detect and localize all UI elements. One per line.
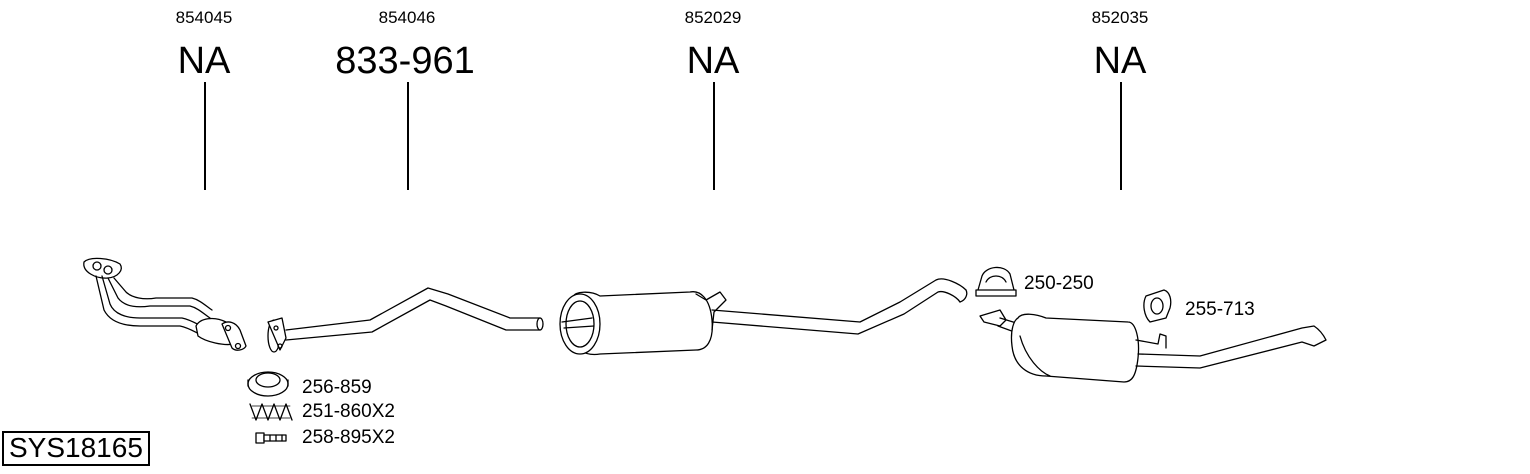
spring-icon (249, 403, 293, 421)
leader-line-1 (204, 82, 206, 190)
spring-label[interactable]: 251-860X2 (302, 401, 395, 422)
part-number-4[interactable]: NA (1093, 40, 1147, 82)
clamp-label[interactable]: 250-250 (1024, 273, 1094, 294)
rear-silencer-drawing[interactable] (979, 309, 1327, 383)
rubber-mount-icon (1143, 289, 1172, 323)
bolt-label[interactable]: 258-895X2 (302, 427, 395, 448)
leader-line-3 (713, 82, 715, 190)
system-id-box: SYS18165 (2, 431, 150, 466)
gasket-label[interactable]: 256-859 (302, 377, 372, 398)
part-number-1[interactable]: NA (177, 40, 231, 82)
leader-line-4 (1120, 82, 1122, 190)
front-pipe-drawing[interactable] (83, 257, 247, 351)
rubber-mount-label[interactable]: 255-713 (1185, 299, 1255, 320)
clamp-icon (975, 266, 1017, 297)
leader-line-2 (407, 82, 409, 190)
system-id: SYS18165 (9, 432, 143, 463)
ref-number-4: 852035 (1091, 8, 1149, 27)
part-number-3[interactable]: NA (686, 40, 740, 82)
ref-number-1: 854045 (175, 8, 233, 27)
centre-silencer-drawing[interactable] (559, 278, 968, 356)
ref-number-3: 852029 (684, 8, 742, 27)
gasket-ring-icon (247, 371, 289, 397)
bolt-icon (255, 432, 287, 444)
intermediate-pipe-drawing[interactable] (267, 287, 544, 353)
ref-number-2: 854046 (378, 8, 436, 27)
part-number-2[interactable]: 833-961 (335, 40, 475, 82)
